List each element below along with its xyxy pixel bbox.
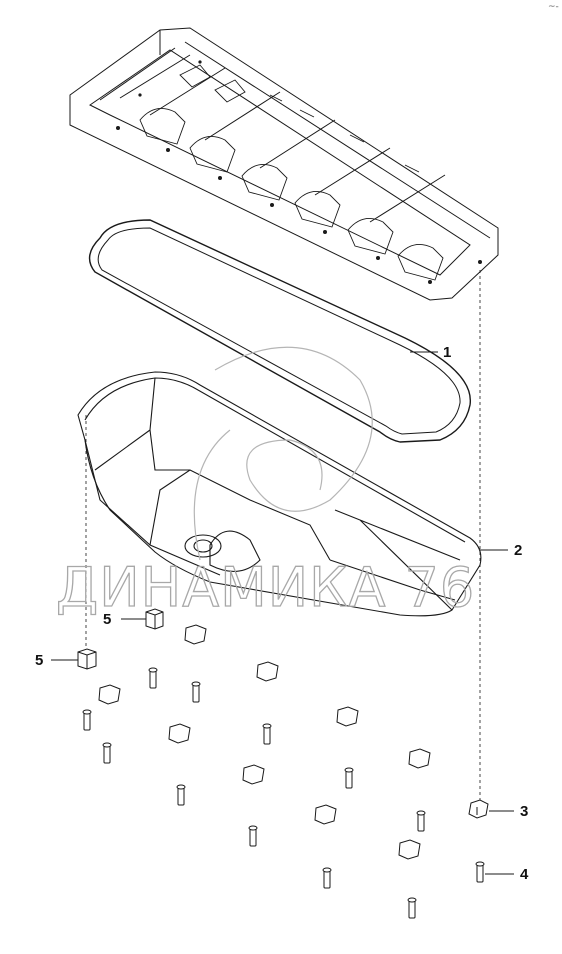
bolt — [262, 723, 272, 745]
clip — [408, 748, 431, 769]
clip — [256, 661, 279, 682]
oil-pan — [77, 371, 482, 617]
callout-label-5-lower: 5 — [35, 652, 43, 669]
clip — [98, 684, 121, 705]
callout-label-2: 2 — [514, 542, 522, 559]
clip — [398, 839, 421, 860]
clip — [168, 723, 191, 744]
spacer-nut — [145, 608, 164, 630]
corner-mark: ~- — [548, 2, 559, 12]
callout-label-3: 3 — [520, 803, 528, 820]
bolt — [322, 867, 332, 889]
bolt — [176, 784, 186, 806]
bolt — [475, 861, 485, 883]
watermark-text: ДИНАМИКА 76 — [56, 556, 475, 619]
clip — [468, 799, 489, 819]
oil-pan-gasket — [88, 219, 471, 443]
bolt — [344, 767, 354, 789]
spacer-nut — [77, 648, 97, 670]
bolt — [82, 709, 92, 731]
bolt — [248, 825, 258, 847]
bolt — [148, 667, 158, 689]
engine-block — [69, 27, 499, 301]
clip — [242, 764, 265, 785]
callout-label-5-upper: 5 — [103, 611, 111, 628]
callout-label-1: 1 — [443, 344, 451, 361]
bolt — [191, 681, 201, 703]
callout-label-4: 4 — [520, 866, 529, 883]
clip — [314, 804, 337, 825]
bolt — [102, 742, 112, 764]
watermark: ДИНАМИКА 76 — [55, 346, 475, 620]
fastener-set — [77, 608, 489, 919]
clip — [184, 624, 207, 645]
bolt — [416, 810, 426, 832]
callout-leaders — [51, 351, 514, 875]
clip — [336, 706, 359, 727]
bolt — [407, 897, 417, 919]
watermark-logo-swirl — [193, 346, 373, 561]
